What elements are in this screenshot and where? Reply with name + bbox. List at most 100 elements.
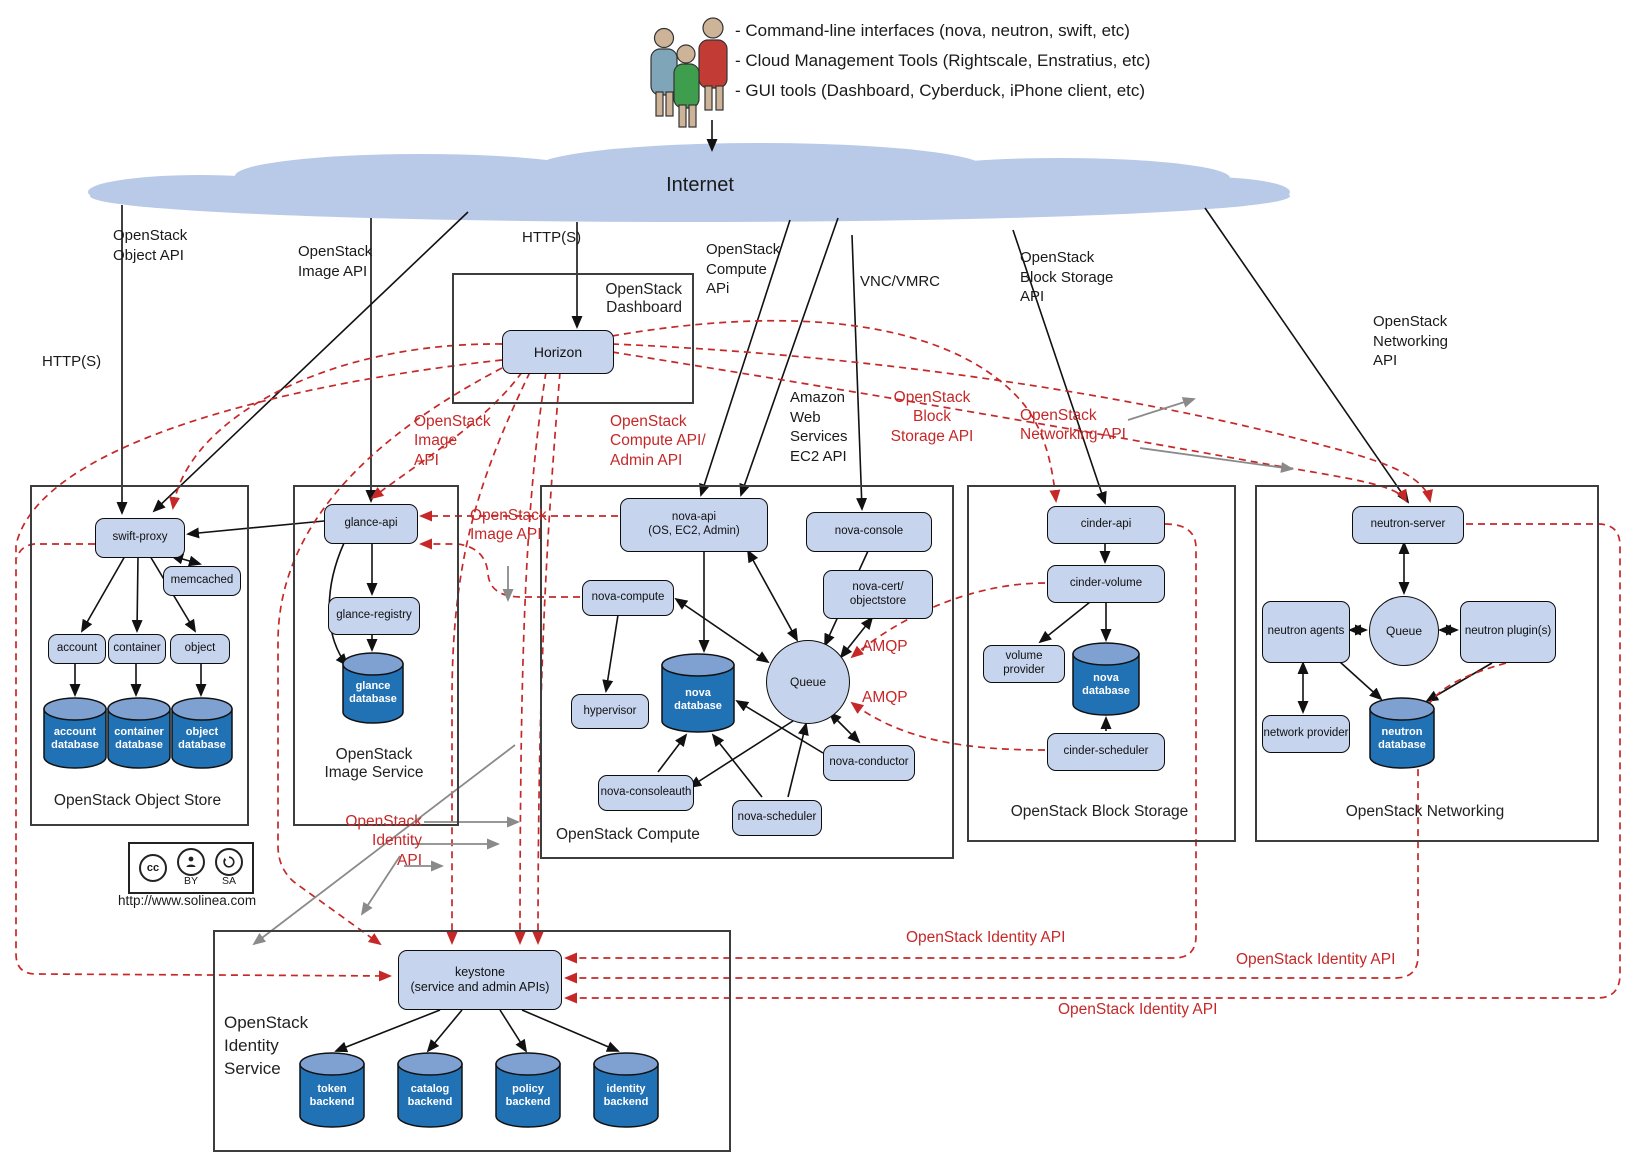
account-node: account — [48, 634, 106, 664]
block-storage-api-label: OpenStack Block Storage API — [1020, 249, 1114, 305]
container-database-cylinder — [107, 697, 171, 769]
cinder-nova-database-cylinder — [1072, 642, 1140, 716]
dashboard-title: OpenStack Dashboard — [605, 281, 682, 316]
swift-proxy-node: swift-proxy — [95, 518, 185, 558]
token-backend-cylinder — [299, 1052, 365, 1128]
user-tools-list: - Command-line interfaces (nova, neutron… — [735, 16, 1150, 106]
solinea-url: http://www.solinea.com — [118, 893, 257, 908]
networking-api-label: OpenStack Networking API — [1373, 313, 1449, 369]
https-mid-label: HTTP(S) — [522, 229, 582, 246]
internet-cloud — [88, 143, 1290, 222]
identity-api-fan-label: OpenStack Identity API — [345, 813, 422, 869]
nova-compute-node: nova-compute — [582, 580, 674, 616]
account-database-cylinder — [43, 697, 107, 769]
identity-api-label-2: OpenStack Identity API — [1236, 951, 1396, 968]
nova-scheduler-node: nova-scheduler — [732, 800, 822, 836]
neutron-agents-node: neutron agents — [1262, 601, 1350, 663]
user-tools-line: - Command-line interfaces (nova, neutron… — [735, 21, 1130, 40]
networking-queue-node: Queue — [1369, 596, 1439, 666]
glance-registry-node: glance-registry — [328, 597, 420, 635]
cc-sa-icon: SA — [215, 848, 243, 888]
internet-label: Internet — [666, 174, 734, 196]
network-provider-node: network provider — [1262, 715, 1350, 753]
user-tools-line: - Cloud Management Tools (Rightscale, En… — [735, 51, 1151, 70]
horizon-node: Horizon — [502, 330, 614, 374]
share-alike-glyph — [223, 856, 235, 868]
object-store-box — [30, 485, 249, 826]
container-node: container — [108, 634, 166, 664]
by-circle — [177, 848, 205, 877]
amqp-label-2: AMQP — [862, 689, 908, 706]
object-store-title: OpenStack Object Store — [53, 792, 222, 809]
hypervisor-node: hypervisor — [571, 694, 649, 729]
user-tools-line: - GUI tools (Dashboard, Cyberduck, iPhon… — [735, 81, 1146, 100]
glance-database-cylinder — [342, 652, 404, 724]
compute-queue-node: Queue — [766, 640, 850, 724]
black-connectors — [69, 120, 1493, 1053]
compute-title: OpenStack Compute — [556, 826, 700, 843]
neutron-database-label: neutron database — [1378, 726, 1426, 751]
aws-ec2-api-label: Amazon Web Services EC2 API — [790, 389, 848, 465]
cinder-nova-database-label: nova database — [1082, 672, 1130, 697]
identity-api-label-1: OpenStack Identity API — [906, 929, 1066, 946]
neutron-plugins-node: neutron plugin(s) — [1460, 601, 1556, 663]
sa-label: SA — [221, 875, 236, 888]
cinder-scheduler-node: cinder-scheduler — [1047, 733, 1165, 771]
person-glyph — [186, 856, 196, 868]
memcached-node: memcached — [163, 566, 241, 596]
object-node: object — [170, 634, 230, 664]
token-backend-label: token backend — [309, 1083, 355, 1108]
object-database-cylinder — [171, 697, 233, 769]
policy-backend-label: policy backend — [505, 1083, 551, 1108]
cc-license-box: cc BY SA — [128, 842, 254, 894]
account-database-label: account database — [51, 726, 99, 751]
image-service-box — [293, 485, 459, 826]
nova-cert-objectstore-node: nova-cert/ objectstore — [823, 570, 933, 619]
block-storage-title: OpenStack Block Storage — [1010, 803, 1189, 820]
cinder-volume-node: cinder-volume — [1047, 565, 1165, 603]
image-service-title: OpenStack Image Service — [324, 746, 424, 781]
image-api-label: OpenStack Image API — [298, 243, 373, 280]
cc-circle: cc — [139, 854, 167, 882]
users-icon — [650, 17, 728, 128]
nova-database-label: nova database — [674, 687, 722, 712]
nova-console-node: nova-console — [806, 512, 932, 552]
catalog-backend-label: catalog backend — [407, 1083, 453, 1108]
identity-backend-cylinder — [593, 1052, 659, 1128]
sa-circle — [215, 848, 243, 877]
compute-admin-api-red-label: OpenStack Compute API/ Admin API — [610, 413, 706, 469]
gray-pointer-arrows — [252, 397, 1294, 946]
dashboard-box — [452, 273, 694, 404]
image-api-side-red-label: OpenStack Image API — [470, 507, 547, 544]
nova-database-cylinder — [661, 653, 735, 733]
cinder-api-node: cinder-api — [1047, 506, 1165, 544]
identity-title: OpenStack Identity Service — [224, 1013, 309, 1078]
block-storage-box — [967, 485, 1236, 842]
identity-api-label-3: OpenStack Identity API — [1058, 1001, 1218, 1018]
https-left-label: HTTP(S) — [42, 353, 102, 370]
neutron-database-cylinder — [1369, 697, 1435, 769]
object-api-label: OpenStack Object API — [113, 227, 188, 264]
container-database-label: container database — [114, 726, 164, 751]
nova-api-node: nova-api (OS, EC2, Admin) — [620, 498, 768, 552]
identity-box — [213, 930, 731, 1152]
keystone-node: keystone (service and admin APIs) — [398, 950, 562, 1010]
policy-backend-cylinder — [495, 1052, 561, 1128]
neutron-server-node: neutron-server — [1352, 506, 1464, 544]
volume-provider-node: volume provider — [983, 645, 1065, 683]
identity-backend-label: identity backend — [603, 1083, 649, 1108]
by-label: BY — [183, 875, 198, 888]
catalog-backend-cylinder — [397, 1052, 463, 1128]
block-storage-api-red-label: OpenStack Block Storage API — [890, 389, 974, 445]
red-dashed-connectors — [15, 319, 1621, 1004]
glance-api-node: glance-api — [324, 504, 418, 544]
image-api-red-label: OpenStack Image API — [414, 413, 491, 469]
nova-consoleauth-node: nova-consoleauth — [598, 775, 694, 811]
cc-icon: cc — [139, 854, 167, 882]
networking-title: OpenStack Networking — [1345, 803, 1505, 820]
amqp-label-1: AMQP — [862, 638, 908, 655]
networking-api-red-label: OpenStack Networking API — [1020, 407, 1126, 444]
compute-api-label: OpenStack Compute APi — [706, 241, 781, 297]
